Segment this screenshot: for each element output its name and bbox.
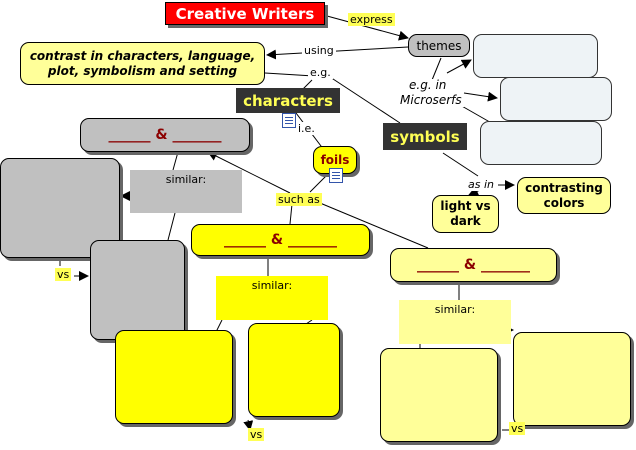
pair-blank-text: ______ & _______ xyxy=(417,257,530,273)
pair-blank-text: ______ & _______ xyxy=(108,127,222,143)
similar-label: similar: xyxy=(434,303,476,316)
document-icon[interactable] xyxy=(329,168,343,183)
link-microserfs-box1 xyxy=(446,59,472,74)
title-node[interactable]: Creative Writers xyxy=(165,2,325,25)
similar-box-1[interactable]: similar: xyxy=(130,170,242,213)
pair-node-3[interactable]: ______ & _______ xyxy=(390,248,557,282)
link-contrast-symbols xyxy=(329,76,401,124)
light-vs-dark-node[interactable]: light vs dark xyxy=(432,195,499,233)
pair-node-2[interactable]: ______ & _______ xyxy=(191,224,370,256)
yellow-comparison-box-1[interactable] xyxy=(115,330,233,424)
link-symbols-asin xyxy=(442,152,479,177)
pair-blank-text: ______ & _______ xyxy=(224,232,337,248)
link-label-such-as: such as xyxy=(276,193,322,206)
contrasting-colors-node[interactable]: contrasting colors xyxy=(517,177,611,214)
contrast-node[interactable]: contrast in characters, language, plot, … xyxy=(20,42,265,85)
gray-comparison-box-2[interactable] xyxy=(90,240,185,340)
symbols-node[interactable]: symbols xyxy=(383,123,467,150)
similar-box-3[interactable]: similar: xyxy=(399,300,511,344)
link-similar1-down xyxy=(167,212,176,241)
microserfs-example-box-1[interactable] xyxy=(473,34,598,78)
link-suchas-pair2 xyxy=(289,203,293,225)
link-label-eg-in: e.g. in xyxy=(407,78,449,92)
link-label-vs-2: vs xyxy=(248,428,265,441)
link-foils-suchas xyxy=(309,171,331,193)
similar-label: similar: xyxy=(251,279,293,292)
link-label-using: using xyxy=(302,44,336,57)
pair-node-1[interactable]: ______ & _______ xyxy=(80,118,250,152)
foils-node[interactable]: foils xyxy=(313,146,357,174)
themes-node[interactable]: themes xyxy=(408,34,470,57)
link-label-eg: e.g. xyxy=(308,66,333,79)
link-label-express: express xyxy=(348,13,395,26)
pale-comparison-box-1[interactable] xyxy=(380,348,498,442)
link-microserfs-box2 xyxy=(463,91,498,102)
link-label-as-in: as in xyxy=(466,178,496,191)
yellow-comparison-box-2[interactable] xyxy=(248,323,340,417)
pale-comparison-box-2[interactable] xyxy=(513,332,631,426)
document-icon[interactable] xyxy=(282,113,296,128)
link-themes-contrast xyxy=(266,46,409,60)
similar-box-2[interactable]: similar: xyxy=(216,276,328,320)
link-label-ie: i.e. xyxy=(296,122,317,135)
microserfs-example-box-3[interactable] xyxy=(480,121,602,165)
link-pair1-similar xyxy=(172,151,179,171)
microserfs-example-box-2[interactable] xyxy=(500,77,612,121)
link-label-vs-3: vs xyxy=(509,422,526,435)
characters-node[interactable]: characters xyxy=(236,88,340,113)
similar-label: similar: xyxy=(165,173,207,186)
link-label-microserfs: Microserfs xyxy=(398,93,464,107)
link-label-vs-1: vs xyxy=(55,268,72,281)
